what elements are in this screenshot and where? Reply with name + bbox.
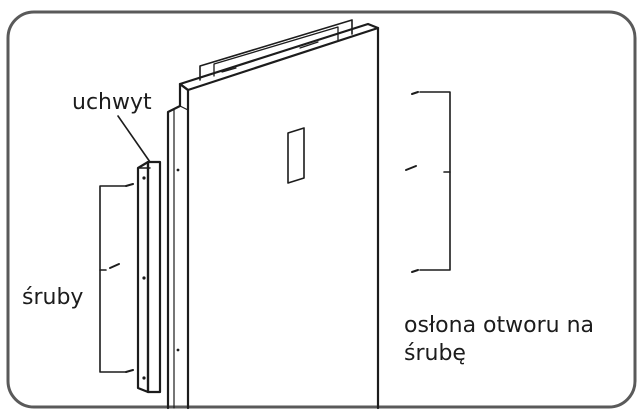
- screw-cover-label-line1: osłona otworu na: [404, 313, 594, 338]
- handle-label: uchwyt: [72, 90, 152, 115]
- screw-cover-bracket: [419, 91, 451, 271]
- screws-bracket: [99, 185, 127, 373]
- screw-cover-label-line2: śrubę: [404, 341, 466, 366]
- diagram-frame: [6, 10, 637, 409]
- screws-label: śruby: [22, 285, 84, 310]
- screw-cover-icon: [405, 91, 419, 273]
- handle-leader-line: [117, 115, 151, 163]
- side-handle: [136, 160, 180, 394]
- door-panel: [166, 19, 380, 410]
- screw-icon: [109, 183, 134, 373]
